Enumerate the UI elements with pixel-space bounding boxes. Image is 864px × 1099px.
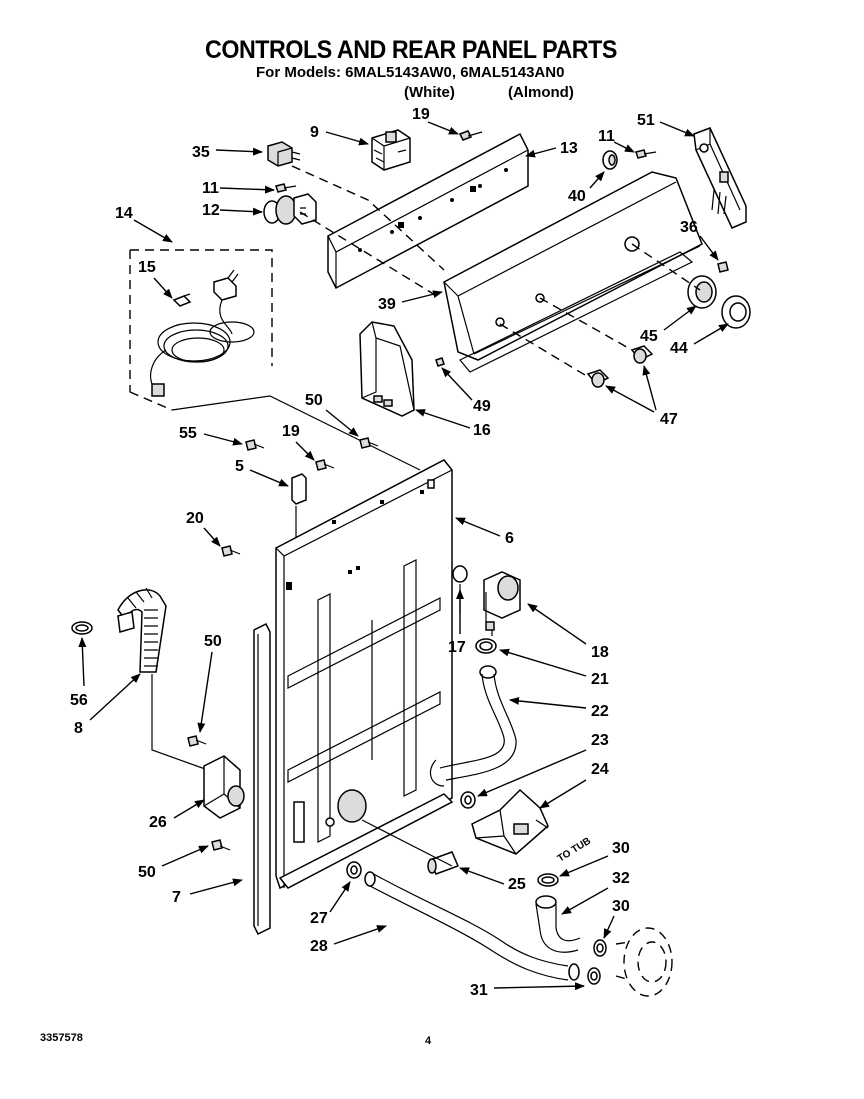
callout-17: 17 xyxy=(448,639,466,656)
assembly-line xyxy=(291,165,445,271)
assembly-line xyxy=(499,323,591,379)
variant-white-label: (White) xyxy=(404,84,455,101)
part-28-hose xyxy=(364,871,569,981)
part-16-end-cap xyxy=(359,321,415,417)
callout-18: 18 xyxy=(591,644,609,661)
callout-35: 35 xyxy=(192,144,210,161)
part-12-switch xyxy=(263,193,317,225)
callout-21: 21 xyxy=(591,671,609,688)
page-number: 4 xyxy=(425,1035,432,1047)
callouts: 35 9 19 13 11 51 40 11 12 xyxy=(70,106,729,999)
callout-26: 26 xyxy=(149,814,167,831)
callout-16: 16 xyxy=(473,422,491,439)
part-31-clamp xyxy=(568,963,601,985)
part-50-screw-left xyxy=(187,735,207,747)
part-40-grommet xyxy=(602,150,618,170)
part-19-screw-mid xyxy=(315,459,335,471)
callout-28: 28 xyxy=(310,938,328,955)
part-49-screw xyxy=(435,357,445,367)
part-50-screw xyxy=(359,437,379,449)
callout-56: 56 xyxy=(70,692,88,709)
callout-6: 6 xyxy=(505,530,514,547)
callout-30: 30 xyxy=(612,898,630,915)
assembly-line xyxy=(539,297,633,351)
part-19-screw xyxy=(458,130,483,141)
part-32-tub-hose xyxy=(535,895,581,953)
part-11-screw xyxy=(275,183,297,193)
part-pump-phantom xyxy=(615,927,673,997)
callout-40: 40 xyxy=(568,188,586,205)
callout-12: 12 xyxy=(202,202,220,219)
assembly-line xyxy=(299,211,441,299)
part-24-air-dome xyxy=(471,788,549,855)
part-23-clamp xyxy=(460,791,476,809)
callout-19: 19 xyxy=(282,423,300,440)
variant-almond-label: (Almond) xyxy=(508,84,574,101)
callout-44: 44 xyxy=(670,340,688,357)
callout-50: 50 xyxy=(305,392,323,409)
callout-50: 50 xyxy=(204,633,222,650)
assembly-line xyxy=(631,243,701,291)
callout-51: 51 xyxy=(637,112,655,129)
part-9-switch xyxy=(371,129,411,171)
part-27-clamp xyxy=(346,861,362,879)
to-tub-label: TO TUB xyxy=(556,836,593,865)
part-44-knob xyxy=(721,295,751,329)
document-number: 3357578 xyxy=(40,1032,83,1044)
callout-47: 47 xyxy=(660,411,678,428)
callout-15: 15 xyxy=(138,259,156,276)
part-36-screw xyxy=(717,261,729,273)
callout-9: 9 xyxy=(310,124,319,141)
part-11-screw-right xyxy=(635,149,657,159)
part-18-pressure-switch xyxy=(483,571,521,636)
callout-36: 36 xyxy=(680,219,698,236)
part-35-connector xyxy=(267,141,301,167)
callout-20: 20 xyxy=(186,510,204,527)
part-25-connector xyxy=(427,851,460,875)
callout-5: 5 xyxy=(235,458,244,475)
callout-7: 7 xyxy=(172,889,181,906)
callout-11: 11 xyxy=(202,180,219,197)
callout-49: 49 xyxy=(473,398,491,415)
callout-30: 30 xyxy=(612,840,630,857)
part-30-clamp-top xyxy=(537,873,559,887)
callout-55: 55 xyxy=(179,425,197,442)
part-pump-dome xyxy=(337,789,453,867)
part-51-bracket xyxy=(693,127,747,229)
part-8-drain-hose xyxy=(117,587,209,771)
part-56-clamp xyxy=(71,621,93,635)
page-title: CONTROLS AND REAR PANEL PARTS xyxy=(205,36,617,64)
callout-39: 39 xyxy=(378,296,396,313)
part-55-screw xyxy=(245,439,265,451)
part-30-clamp-right xyxy=(593,939,607,957)
callout-50: 50 xyxy=(138,864,156,881)
part-26-hose-holder xyxy=(203,755,245,819)
callout-23: 23 xyxy=(591,732,609,749)
callout-32: 32 xyxy=(612,870,630,887)
part-6-rear-panel xyxy=(275,459,454,890)
models-subtitle: For Models: 6MAL5143AW0, 6MAL5143AN0 xyxy=(256,64,565,81)
callout-19: 19 xyxy=(412,106,430,123)
part-45-knob-skirt xyxy=(687,275,717,309)
callout-24: 24 xyxy=(591,761,609,778)
callout-14: 14 xyxy=(115,205,133,222)
part-47-knobs xyxy=(586,345,654,388)
callout-22: 22 xyxy=(591,703,609,720)
callout-31: 31 xyxy=(470,982,488,999)
part-13-bracket xyxy=(327,132,529,290)
callout-27: 27 xyxy=(310,910,328,927)
part-20-screw xyxy=(221,545,241,557)
part-14-power-cord-kit xyxy=(129,249,273,411)
callout-25: 25 xyxy=(508,876,526,893)
callout-11: 11 xyxy=(598,128,615,145)
callout-13: 13 xyxy=(560,140,578,157)
part-50-screw-lower xyxy=(211,839,231,851)
callout-45: 45 xyxy=(640,328,658,345)
part-21-clamp xyxy=(475,638,497,654)
part-22-pressure-hose xyxy=(429,665,517,787)
part-7-side-strip xyxy=(253,622,271,936)
callout-8: 8 xyxy=(74,720,83,737)
